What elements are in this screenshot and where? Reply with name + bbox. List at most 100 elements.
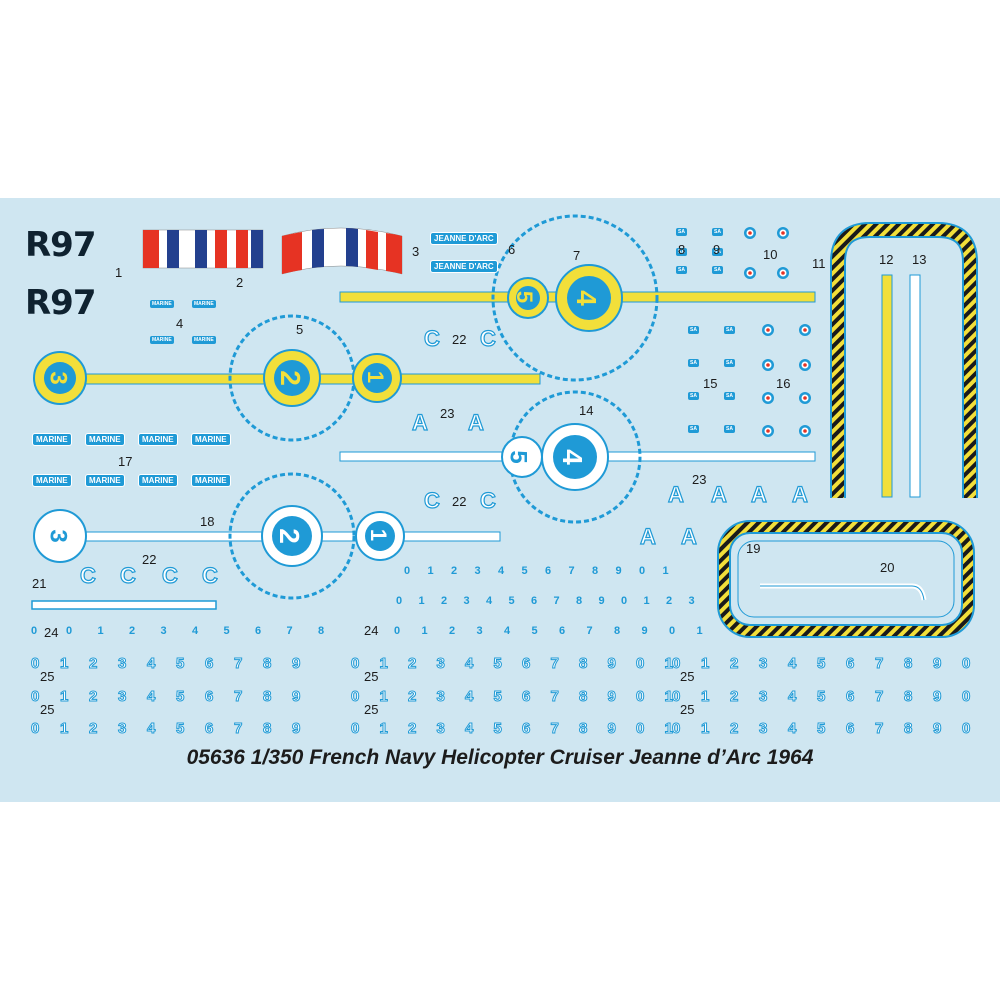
numeral-decal: 5 xyxy=(223,625,230,637)
ref-number: 5 xyxy=(296,322,304,337)
marine-tag-large: MARINE xyxy=(85,474,125,487)
ref-number: 10 xyxy=(763,247,778,262)
numeral-decal: 9 xyxy=(932,655,942,673)
ref-number: 25 xyxy=(40,669,55,684)
numeral-decal: 9 xyxy=(932,688,942,706)
ref-number: 23 xyxy=(692,472,707,487)
ref-number: 21 xyxy=(32,576,47,591)
numeral-decal: 5 xyxy=(175,688,185,706)
numeral-decal: 1 xyxy=(662,565,669,577)
letter-c: C xyxy=(423,487,440,513)
numeral-decal: 5 xyxy=(493,688,502,706)
ref-number: 14 xyxy=(579,403,594,418)
marine-tag-large: MARINE xyxy=(138,433,178,446)
numeral-decal: 5 xyxy=(175,720,185,738)
numeral-decal: 1 xyxy=(427,565,434,577)
roundel-center xyxy=(803,328,807,332)
ref-number: 23 xyxy=(440,406,455,421)
deck-number-2-yellow: 2 xyxy=(274,370,306,386)
small-roundels xyxy=(744,227,811,437)
roundel-center xyxy=(803,396,807,400)
marine-tag-large: MARINE xyxy=(138,474,178,487)
numeral-decal: 7 xyxy=(553,595,560,607)
numeral-decal: 2 xyxy=(729,720,739,738)
numeral-decal: 0 xyxy=(635,720,645,738)
deck-number-4-yellow: 4 xyxy=(570,290,602,306)
small-sa-tag: SA xyxy=(688,326,699,334)
numeral-decal: 0 xyxy=(30,688,40,706)
numeral-decal: 0 xyxy=(635,688,645,706)
numeral-decal: 7 xyxy=(874,655,884,673)
letter-c: C xyxy=(423,325,440,351)
numeral-decal: 1 xyxy=(59,720,69,738)
hazard-rounded-panel xyxy=(717,520,975,638)
letter-a: A xyxy=(411,409,428,435)
ref-number: 4 xyxy=(176,316,184,331)
small-sa-tag: SA xyxy=(676,228,687,236)
small-sa-tag: SA xyxy=(676,248,687,256)
numeral-decal: 0 xyxy=(394,625,401,637)
numeral-decal: 3 xyxy=(436,720,445,738)
small-sa-tag: SA xyxy=(688,359,699,367)
numeral-decal: 2 xyxy=(407,688,417,706)
tricolour-flag-straight xyxy=(142,229,264,269)
marine-tag-small: MARINE xyxy=(150,300,174,308)
ref-number: 17 xyxy=(118,454,133,469)
ref-number: 9 xyxy=(713,242,721,257)
ref-number: 22 xyxy=(452,332,467,347)
marine-tag-large: MARINE xyxy=(191,433,231,446)
small-sa-tag: SA xyxy=(724,392,735,400)
numeral-decal: 8 xyxy=(262,655,272,673)
marine-tag-large: MARINE xyxy=(32,474,72,487)
numeral-decal: 2 xyxy=(88,655,98,673)
numeral-decal: 6 xyxy=(204,720,214,738)
ref-number: 18 xyxy=(200,514,215,529)
numeral-decal: 6 xyxy=(521,688,531,706)
numeral-decal: 9 xyxy=(607,655,616,673)
numeral-decal: 0 xyxy=(404,565,411,577)
numeral-decal: 9 xyxy=(932,720,942,738)
marine-tag-large: MARINE xyxy=(32,433,72,446)
numeral-decal: 5 xyxy=(175,655,185,673)
numeral-decal: 3 xyxy=(160,625,167,637)
numeral-decal: 2 xyxy=(129,625,136,637)
letter-a: A xyxy=(710,481,727,507)
numeral-decal: 1 xyxy=(664,688,673,706)
numeral-decal: 0 xyxy=(961,655,971,673)
small-sa-tag: SA xyxy=(688,392,699,400)
small-sa-tag: SA xyxy=(712,266,723,274)
numeral-decal: 0 xyxy=(30,655,40,673)
letter-a: A xyxy=(667,481,684,507)
helideck-line-yellow-upper xyxy=(339,214,816,382)
numeral-decal: 0 xyxy=(669,625,676,637)
ref-number: 25 xyxy=(364,669,379,684)
deck-number-4-white: 4 xyxy=(556,449,588,465)
numeral-decal: 1 xyxy=(379,655,388,673)
marine-tag-large: MARINE xyxy=(85,433,125,446)
numeral-decal: 9 xyxy=(291,688,301,706)
numeral-decal: 0 xyxy=(350,720,360,738)
hazard-arch-frame xyxy=(830,222,978,498)
small-sa-tag: SA xyxy=(724,425,735,433)
numeral-decal: 1 xyxy=(59,688,69,706)
numeral-decal: 9 xyxy=(615,565,622,577)
deck-number-5-yellow: 5 xyxy=(512,290,538,304)
numeral-decal: 7 xyxy=(233,720,243,738)
numeral-decal: 6 xyxy=(845,720,855,738)
numeral-decal: 5 xyxy=(531,625,538,637)
hull-number-1: R97 xyxy=(25,225,96,265)
ref-number: 20 xyxy=(880,560,895,575)
numeral-decal: 0 xyxy=(635,655,645,673)
numeral-decal: 8 xyxy=(903,688,913,706)
numeral-decal: 1 xyxy=(696,625,703,637)
small-sa-tag: SA xyxy=(676,266,687,274)
numeral-decal: 0 xyxy=(350,655,360,673)
numeral-decal: 7 xyxy=(233,655,243,673)
numeral-decal: 1 xyxy=(418,595,425,607)
small-sa-tag: SA xyxy=(688,425,699,433)
deck-number-1-yellow: 1 xyxy=(363,370,389,384)
numeral-decal: 3 xyxy=(476,625,483,637)
roundel-center xyxy=(766,396,770,400)
